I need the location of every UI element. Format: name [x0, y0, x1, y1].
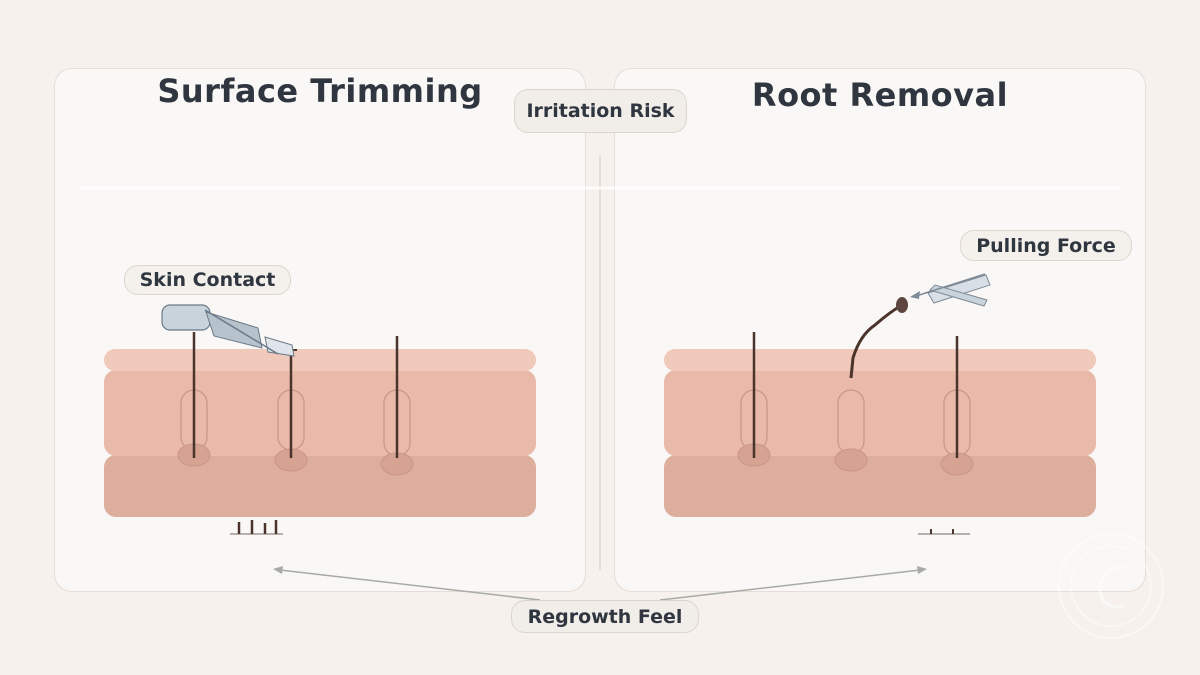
label-irritation-risk: Irritation Risk: [514, 89, 687, 133]
tweezers-icon: [910, 273, 991, 307]
stubble-sparse: [918, 529, 970, 535]
label-regrowth-feel: Regrowth Feel: [511, 600, 699, 633]
stubble-blunt: [230, 520, 283, 535]
skin-section-right: [664, 273, 1096, 535]
skin-deep-layer: [104, 455, 536, 517]
follicle-bulb-empty: [834, 448, 868, 472]
panel-title-left: Surface Trimming: [157, 72, 483, 110]
skin-mid-layer: [664, 370, 1096, 456]
panel-title-right: Root Removal: [751, 76, 1009, 114]
skin-mid-layer: [104, 370, 536, 456]
watermark-icon: [1058, 533, 1164, 639]
skin-surface-layer: [664, 349, 1096, 371]
skin-deep-layer: [664, 455, 1096, 517]
razor-icon: [161, 304, 295, 357]
hair-pulled: [849, 303, 903, 379]
regrowth-arrows: [273, 566, 927, 601]
skin-section-left: [104, 304, 536, 535]
label-skin-contact: Skin Contact: [124, 265, 291, 295]
skin-surface-layer: [104, 349, 536, 371]
hair-root-bulb: [896, 297, 908, 313]
label-pulling-force: Pulling Force: [960, 230, 1132, 261]
